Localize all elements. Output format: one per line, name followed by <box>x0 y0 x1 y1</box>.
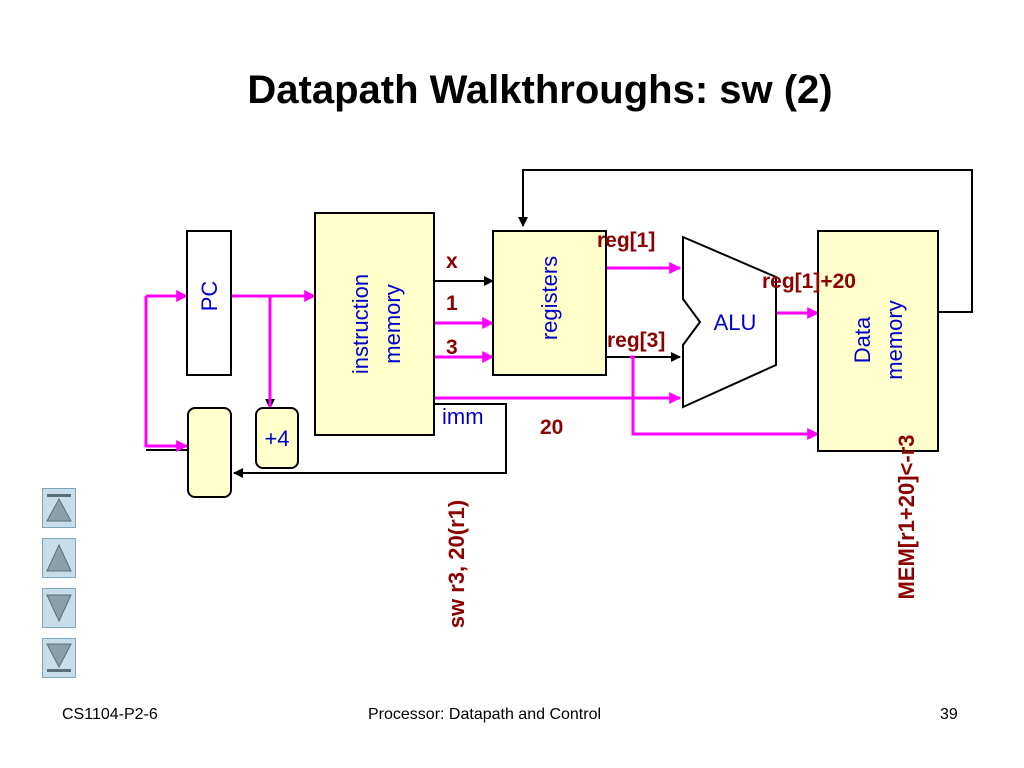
registers-label: registers <box>537 256 562 340</box>
dmem-label-line1: Data <box>850 316 875 363</box>
active-wires <box>144 262 820 452</box>
registers-block <box>492 230 607 376</box>
effect-text: MEM[r1+20]<-r3 <box>894 434 919 599</box>
pc-mux <box>187 407 232 498</box>
alu-unit <box>682 235 777 409</box>
field-1-label: 1 <box>446 292 458 315</box>
first-slide-button[interactable] <box>42 488 76 528</box>
instruction-memory <box>314 212 435 436</box>
next-slide-button[interactable] <box>42 588 76 628</box>
field-3-label: 3 <box>446 336 458 359</box>
next-slide-icon <box>46 594 72 623</box>
footer-topic: Processor: Datapath and Control <box>368 706 602 723</box>
field-x-label: x <box>446 250 458 273</box>
pc-register <box>186 230 232 376</box>
pc-label: PC <box>197 281 222 312</box>
last-slide-button[interactable] <box>42 638 76 678</box>
previous-slide-icon <box>46 543 72 572</box>
adder-label: +4 <box>264 426 289 451</box>
imem-label-line1: instruction <box>348 274 373 374</box>
last-slide-icon <box>46 643 72 672</box>
instruction-text: sw r3, 20(r1) <box>444 500 469 628</box>
footer-course: CS1104-P2-6 <box>62 706 158 723</box>
inactive-wires <box>146 169 973 478</box>
previous-slide-button[interactable] <box>42 538 76 578</box>
alu-input-b-label: reg[3] <box>607 329 665 352</box>
dmem-label-line2: memory <box>882 300 907 379</box>
footer-page-number: 39 <box>940 706 958 723</box>
imem-label-line2: memory <box>380 284 405 363</box>
pc-adder <box>255 407 299 469</box>
imm-value-label: 20 <box>540 416 563 439</box>
slide-title: Datapath Walkthroughs: sw (2) <box>247 68 833 112</box>
alu-input-a-label: reg[1] <box>597 229 655 252</box>
first-slide-icon <box>46 494 72 522</box>
imm-label: imm <box>442 404 484 429</box>
alu-output-label: reg[1]+20 <box>762 270 856 293</box>
alu-label: ALU <box>714 310 757 335</box>
data-memory <box>817 230 939 452</box>
